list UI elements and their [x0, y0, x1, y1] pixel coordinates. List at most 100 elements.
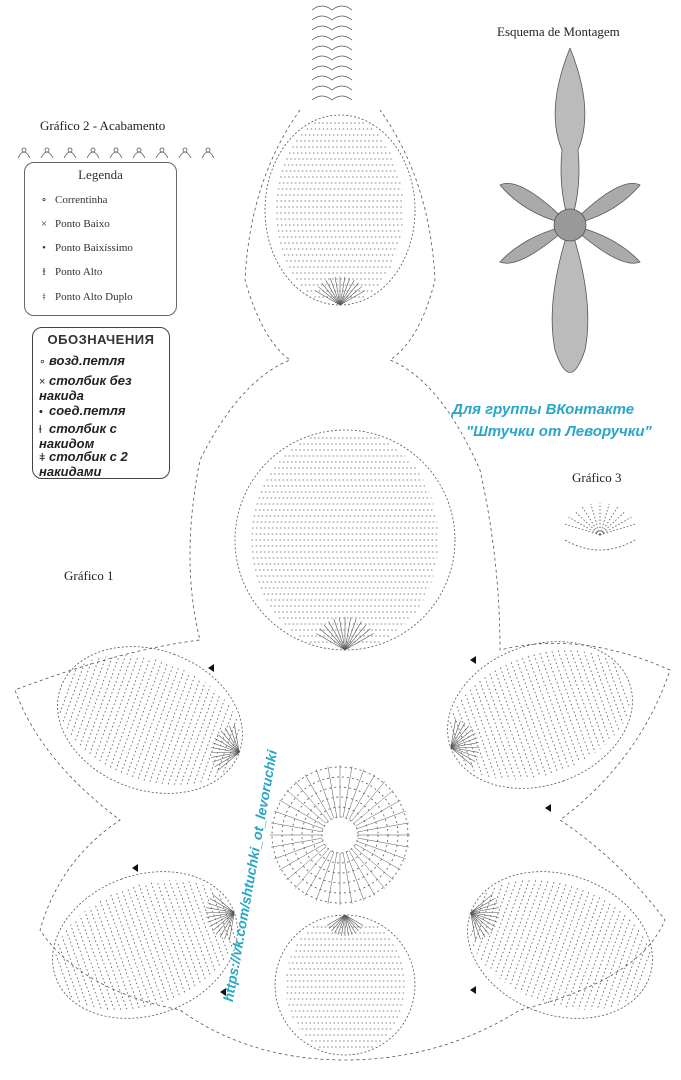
- double-crochet-icon: ⱡ: [39, 424, 42, 436]
- edging-scallop: [17, 151, 31, 159]
- edging-picot: [44, 147, 50, 153]
- strap-fan: [311, 55, 353, 61]
- pineapple-top: [264, 114, 416, 306]
- strap-fan: [311, 35, 353, 41]
- pineapple-upper-body: [234, 429, 456, 651]
- chart3-fan-stroke: [599, 506, 619, 536]
- mandala-spoke: [342, 766, 353, 818]
- mandala-spoke: [274, 810, 324, 830]
- pattern-arrow-marker: [208, 664, 214, 672]
- chart3-fan-stroke: [590, 503, 601, 536]
- legend-portuguese: Legenda ∘Correntinha ×Ponto Baixo •Ponto…: [24, 162, 177, 316]
- mandala-spoke: [345, 769, 365, 819]
- mandala-spoke: [279, 799, 325, 827]
- scheme-center: [553, 208, 587, 242]
- pineapple-left-upper: [57, 646, 243, 794]
- pineapple-right-lower: [467, 871, 653, 1019]
- vk-group-credit-line1: Для группы ВКонтакте: [452, 401, 635, 418]
- mandala-spoke: [353, 846, 394, 881]
- legend-item-chain: ∘Correntinha: [33, 193, 107, 206]
- mandala-spoke: [294, 781, 329, 822]
- strap-fan: [311, 45, 353, 51]
- mandala-spoke: [345, 851, 365, 901]
- chart3-fan-stroke: [568, 516, 601, 536]
- double-crochet-icon: ⱡ: [42, 266, 46, 278]
- assembly-scheme-title: Esquema de Montagem: [497, 24, 620, 39]
- scheme-petal-right-upper: [569, 183, 641, 226]
- chain-stitch-icon: ∘: [41, 194, 47, 206]
- mandala-spoke: [356, 840, 406, 860]
- edging-picot: [136, 147, 142, 153]
- mandala-spoke: [304, 774, 332, 820]
- strap-fan: [311, 95, 353, 101]
- mandala-spoke: [304, 850, 332, 896]
- strap-fan: [311, 15, 353, 21]
- mandala-spoke: [274, 840, 324, 860]
- mandala-spoke: [355, 843, 401, 871]
- edging-scallop: [132, 151, 146, 159]
- mandala-spoke: [353, 789, 394, 824]
- legend-title: Legenda: [78, 167, 123, 182]
- mandala-spoke: [271, 837, 323, 848]
- mandala-spoke: [348, 850, 376, 896]
- scheme-petal-left-upper: [499, 183, 571, 226]
- pattern-arrow-marker: [220, 988, 226, 996]
- chart3-base: [564, 539, 636, 551]
- edging-picot: [205, 147, 211, 153]
- legend-item-slip-stitch: •Ponto Baixíssimo: [33, 242, 133, 254]
- scheme-petal-left-lower: [499, 224, 571, 264]
- mandala-spoke: [356, 810, 406, 830]
- chart-1-title: Gráfico 1: [64, 568, 114, 583]
- vk-group-credit-line2: "Штучки от Леворучки": [466, 423, 652, 440]
- strap-fan: [311, 75, 353, 81]
- edging-scallop: [155, 151, 169, 159]
- edging-scallop: [63, 151, 77, 159]
- edging-picot: [90, 147, 96, 153]
- legend-ru-item-single-crochet: ×столбик без накида: [39, 373, 132, 403]
- treble-crochet-icon: ǂ: [39, 452, 46, 464]
- pineapple-bottom: [274, 914, 416, 1056]
- mandala-spoke: [357, 822, 409, 833]
- mandala-spoke: [271, 822, 323, 833]
- mandala-spoke: [315, 851, 335, 901]
- mandala-spoke: [342, 852, 353, 904]
- mandala-spoke: [357, 837, 409, 848]
- chart3-fan-stroke: [599, 503, 610, 536]
- single-crochet-icon: ×: [40, 218, 48, 230]
- mandala-spoke: [351, 848, 386, 889]
- mandala-spoke: [279, 843, 325, 871]
- strap-fan: [311, 25, 353, 31]
- edging-picot: [159, 147, 165, 153]
- strap-fan: [311, 65, 353, 71]
- edging-scallop: [178, 151, 192, 159]
- edging-picot: [182, 147, 188, 153]
- edging-picot: [113, 147, 119, 153]
- chart3-fan-stroke: [581, 506, 601, 536]
- mandala-spoke: [286, 846, 327, 881]
- chart3-fan-stroke: [564, 523, 601, 536]
- mandala-spoke: [348, 774, 376, 820]
- pineapple-left-lower: [52, 871, 238, 1019]
- chart-2-title: Gráfico 2 - Acabamento: [40, 118, 166, 133]
- mandala-spoke: [351, 781, 386, 822]
- scheme-strap-bottom: [551, 224, 589, 373]
- legend-ru-title: ОБОЗНАЧЕНИЯ: [47, 332, 155, 347]
- pattern-arrow-marker: [545, 804, 551, 812]
- chart3-fan-stroke: [599, 523, 636, 536]
- edging-scallop: [40, 151, 54, 159]
- scheme-strap-top: [554, 47, 586, 227]
- chart3-fan-stroke: [599, 516, 632, 536]
- edging-scallop: [86, 151, 100, 159]
- slip-stitch-icon: •: [39, 406, 43, 418]
- edging-scallop: [109, 151, 123, 159]
- chain-stitch-icon: ∘: [39, 356, 46, 368]
- pattern-arrow-marker: [132, 864, 138, 872]
- single-crochet-icon: ×: [39, 376, 46, 388]
- body-outline: [14, 109, 671, 1061]
- edging-picot: [21, 147, 27, 153]
- edging-picot: [67, 147, 73, 153]
- strap-fan: [311, 85, 353, 91]
- chart3-fan-stroke: [599, 510, 626, 536]
